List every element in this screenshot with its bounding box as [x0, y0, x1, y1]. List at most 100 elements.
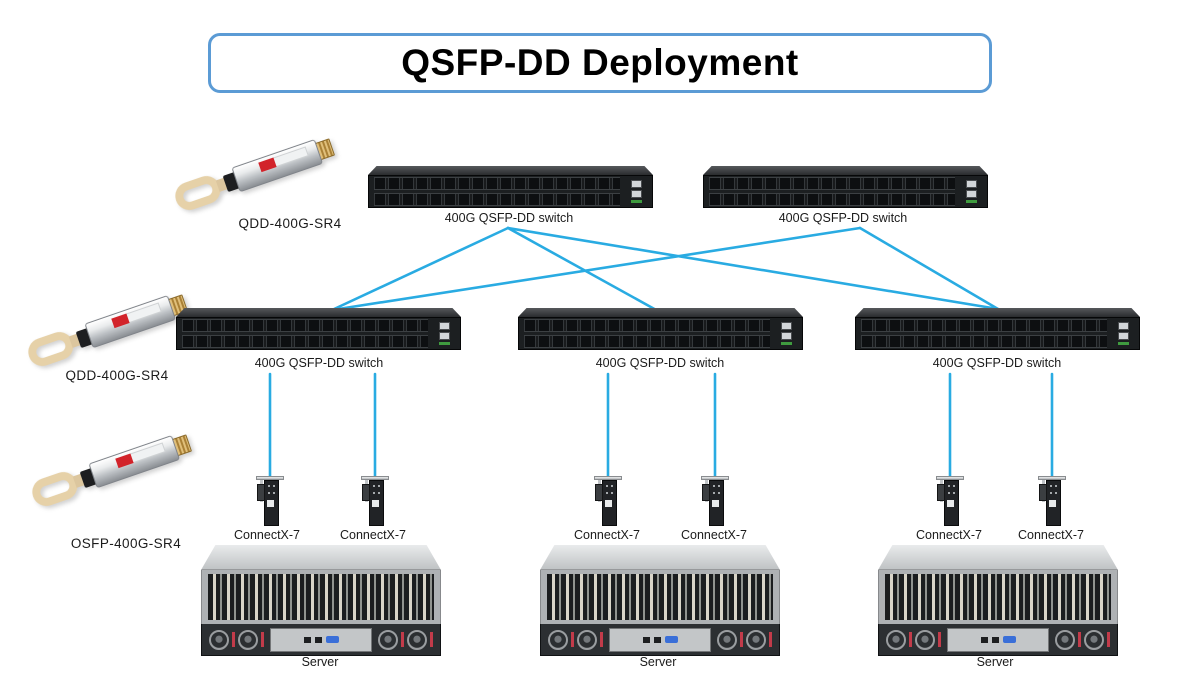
vendor-sticker [115, 453, 134, 469]
rj45-port [630, 190, 642, 198]
nic-label-5: ConnectX-7 [915, 528, 982, 542]
management-ports [433, 322, 455, 345]
port-row [182, 319, 428, 332]
qsfp-cage [937, 484, 945, 501]
spine-switch-label-2: 400G QSFP-DD switch [778, 211, 908, 225]
management-ports [625, 180, 647, 203]
qsfp-dd-port-rows [374, 177, 620, 206]
pci-bracket [1038, 476, 1066, 480]
page-title: QSFP-DD Deployment [401, 42, 799, 83]
pull-tab-icon [24, 328, 78, 370]
server-rear-io [540, 624, 780, 656]
psu-handle [938, 632, 941, 647]
qsfp-cage [702, 484, 710, 501]
vga-port [1002, 636, 1016, 643]
rj45-port [1117, 332, 1129, 340]
psu-fan [746, 629, 766, 650]
switch-front-panel [368, 175, 653, 208]
psu-fan [1055, 629, 1075, 650]
nic-label-2: ConnectX-7 [339, 528, 406, 542]
qsfp-dd-port-rows [861, 319, 1107, 348]
port-row [861, 335, 1107, 348]
vga-port [325, 636, 339, 643]
psu-handle [1078, 632, 1081, 647]
psu-fan [209, 629, 229, 650]
psu-handle [232, 632, 235, 647]
qsfp-cage [595, 484, 603, 501]
management-ports [775, 322, 797, 345]
pci-bracket [701, 476, 729, 480]
server-label-3: Server [976, 655, 1014, 669]
rj45-port [438, 332, 450, 340]
psu-fan [915, 629, 935, 650]
server-top-cover [878, 545, 1118, 570]
server-3 [878, 545, 1118, 656]
qsfp-cage [1039, 484, 1047, 501]
management-ports [960, 180, 982, 203]
port-row [374, 193, 620, 206]
nic-1 [252, 476, 288, 528]
qsfp-dd-port-rows [709, 177, 955, 206]
port-row [182, 335, 428, 348]
psu-fan [886, 629, 906, 650]
usb-port [303, 636, 311, 643]
server-top-cover [540, 545, 780, 570]
vendor-sticker [258, 157, 277, 173]
io-panel [947, 627, 1049, 652]
server-top-cover [201, 545, 441, 570]
pull-tab-icon [28, 468, 82, 510]
leaf-switch-label-2: 400G QSFP-DD switch [595, 356, 725, 370]
switch-front-panel [176, 317, 461, 350]
management-ports [1112, 322, 1134, 345]
server-rear-io [201, 624, 441, 656]
status-led [438, 342, 450, 345]
psu-handle [740, 632, 743, 647]
link-spine2-leaf3 [858, 226, 1000, 311]
psu-fan [378, 629, 398, 650]
port-row [861, 319, 1107, 332]
link-spine1-leaf3 [506, 226, 1000, 311]
switch-front-panel [855, 317, 1140, 350]
psu-handle [600, 632, 603, 647]
nic-label-6: ConnectX-7 [1017, 528, 1084, 542]
nic-label-sticker [1049, 500, 1056, 507]
switch-front-panel [518, 317, 803, 350]
io-panel [270, 627, 372, 652]
qsfp-dd-port-rows [524, 319, 770, 348]
port-row [524, 335, 770, 348]
nic-label-sticker [372, 500, 379, 507]
pull-tab-icon [171, 172, 225, 214]
switch-top-face [368, 166, 653, 175]
psu-fan [717, 629, 737, 650]
rj45-port [965, 180, 977, 188]
spine-switch-2 [703, 166, 988, 208]
leaf-switch-3 [855, 308, 1140, 350]
psu-handle [430, 632, 433, 647]
lan-port [314, 636, 322, 643]
switch-top-face [176, 308, 461, 317]
vga-port [664, 636, 678, 643]
port-row [374, 177, 620, 190]
server-rear-io [878, 624, 1118, 656]
pci-bracket [936, 476, 964, 480]
lan-port [653, 636, 661, 643]
nic-label-1: ConnectX-7 [233, 528, 300, 542]
vendor-sticker [111, 313, 130, 329]
rj45-port [1117, 322, 1129, 330]
link-spine2-leaf1 [330, 226, 862, 312]
nic-6 [1034, 476, 1070, 528]
psu-handle [571, 632, 574, 647]
leaf-switch-2 [518, 308, 803, 350]
nic-label-4: ConnectX-7 [680, 528, 747, 542]
nic-3 [590, 476, 626, 528]
nic-2 [357, 476, 393, 528]
title-box: QSFP-DD Deployment [208, 33, 992, 93]
qsfp-dd-port-rows [182, 319, 428, 348]
status-led [1117, 342, 1129, 345]
psu-fan [577, 629, 597, 650]
pci-bracket [256, 476, 284, 480]
switch-top-face [855, 308, 1140, 317]
rj45-port [780, 332, 792, 340]
switch-front-panel [703, 175, 988, 208]
